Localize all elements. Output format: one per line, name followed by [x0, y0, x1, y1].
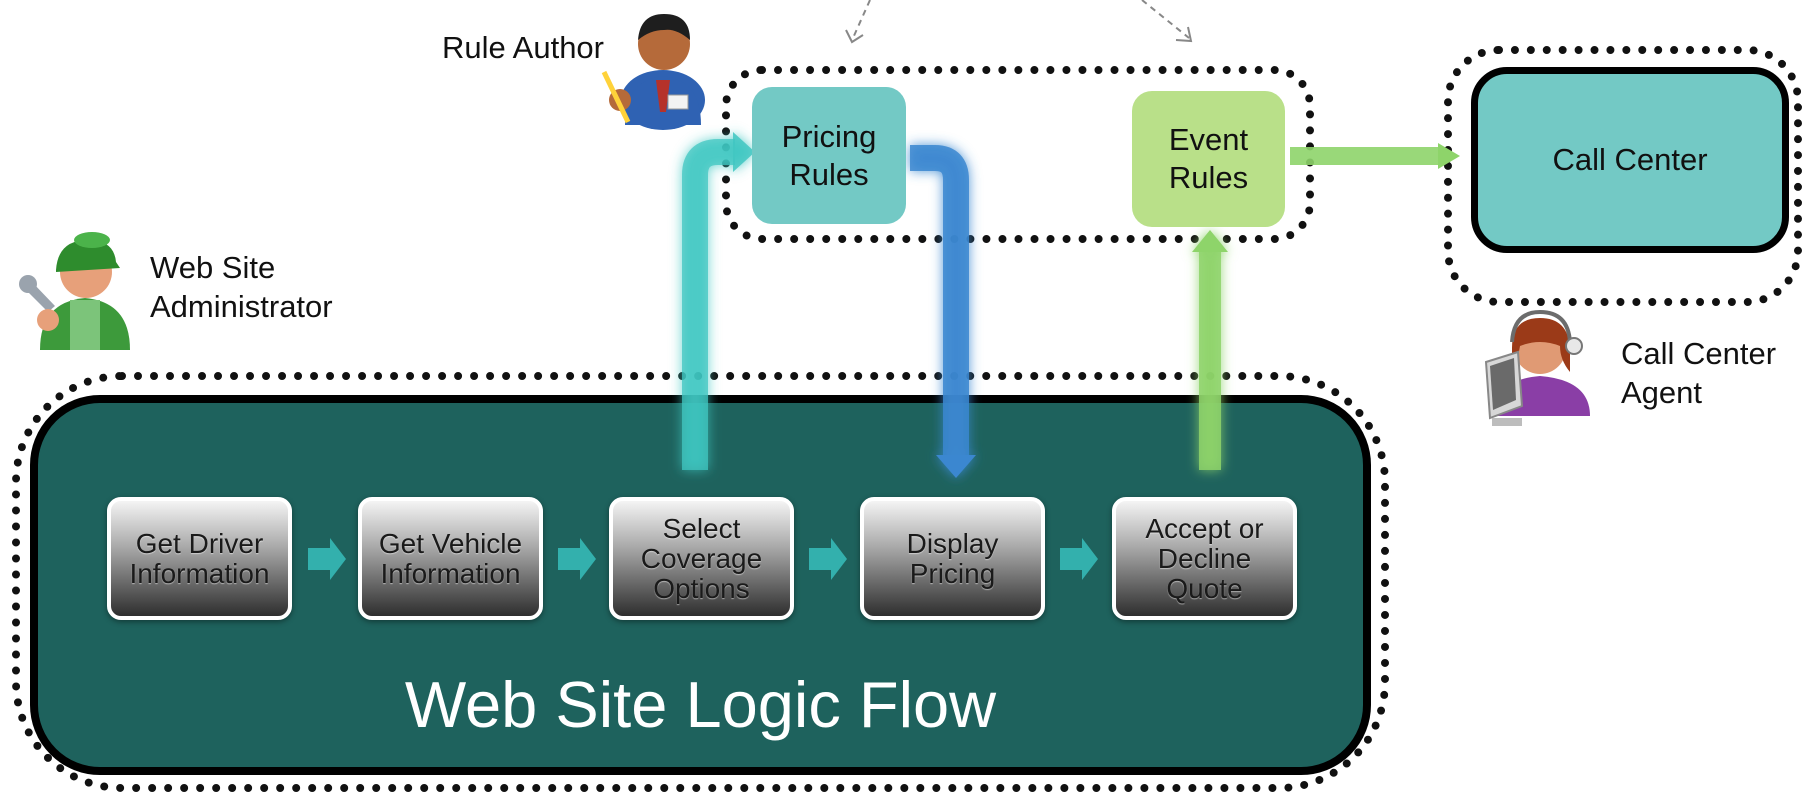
web-admin-label: Web Site Administrator [150, 250, 333, 324]
web-admin-person-icon [19, 232, 130, 350]
step-arrow-1 [308, 538, 346, 580]
dashed-arrow-right-head [1175, 26, 1193, 43]
arrow-to-event-rules [1192, 230, 1228, 470]
call-center-agent-label: Call Center Agent [1621, 336, 1777, 410]
step-display-pricing: Display Pricing [860, 497, 1045, 620]
call-center-label: Call Center [1552, 142, 1708, 177]
call-center-agent-person-icon [1484, 309, 1590, 426]
step-accept-or-decline-quote: Accept or Decline Quote [1112, 497, 1297, 620]
dashed-arrow-left-head [845, 29, 864, 44]
arrow-to-call-center [1290, 143, 1460, 169]
step-arrows [308, 538, 1098, 580]
event-rules-box: Event Rules [1132, 91, 1285, 227]
arrow-to-pricing-rules [682, 132, 755, 470]
call-center-outline [1444, 46, 1802, 306]
logic-flow-title: Web Site Logic Flow [404, 668, 997, 741]
step-arrow-2 [558, 538, 596, 580]
step-select-coverage-options: Select Coverage Options [609, 497, 794, 620]
rule-author-person-icon [601, 14, 705, 130]
pricing-rules-box: Pricing Rules [752, 87, 906, 224]
step-arrow-4 [1060, 538, 1098, 580]
rule-author-label: Rule Author [442, 30, 604, 65]
dashed-arrow-left [852, 0, 871, 39]
step-arrow-3 [809, 538, 847, 580]
call-center-box: Call Center [1471, 67, 1789, 253]
arrow-from-pricing-rules [910, 145, 976, 478]
step-get-driver-information: Get Driver Information [107, 497, 292, 620]
step-get-vehicle-information: Get Vehicle Information [358, 497, 543, 620]
